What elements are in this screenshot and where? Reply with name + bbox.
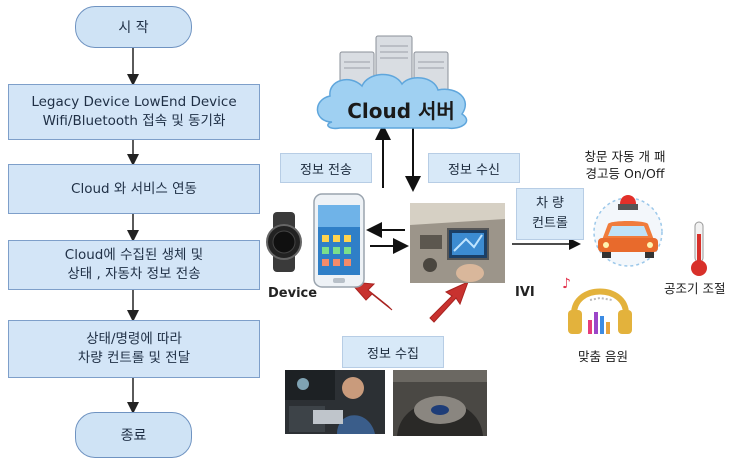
label-collect: 정보 수집 [342, 336, 444, 368]
label-send-text: 정보 전송 [300, 162, 352, 178]
window-warning-text: 창문 자동 개 패 경고등 On/Off [570, 148, 680, 182]
ivi-label: IVI [515, 285, 535, 300]
flow-end: 종료 [75, 412, 192, 458]
car-icon [593, 195, 663, 267]
flow-step-3-line1: Cloud에 수집된 생체 및 [64, 247, 204, 263]
label-collect-text: 정보 수집 [367, 346, 419, 362]
cloud-label: Cloud 서버 [347, 99, 455, 123]
warning-light-icon [618, 195, 638, 210]
smartphone-icon [313, 193, 365, 288]
flow-step-2-label: Cloud 와 서비스 연동 [71, 180, 197, 197]
flow-step-1: Legacy Device LowEnd Device Wifi/Bluetoo… [8, 84, 260, 140]
thermometer-icon [691, 221, 707, 276]
flow-start: 시 작 [75, 6, 192, 48]
label-receive-text: 정보 수신 [448, 162, 500, 178]
window-line1: 창문 자동 개 패 [584, 149, 666, 164]
smartwatch-icon [266, 212, 302, 272]
flow-step-4: 상태/명령에 따라 차량 컨트롤 및 전달 [8, 320, 260, 378]
music-label: 맞춤 음원 [578, 349, 628, 364]
driver-photo [285, 370, 385, 434]
aircon-label: 공조기 조절 [664, 281, 726, 296]
svg-text:♪: ♪ [562, 276, 571, 292]
red-arrow-right [429, 281, 469, 323]
flow-step-3-line2: 상태 , 자동차 정보 전송 [67, 266, 201, 282]
flow-end-label: 종료 [120, 428, 147, 444]
steering-wheel-photo [393, 370, 487, 436]
flow-step-4-line1: 상태/명령에 따라 [86, 331, 182, 347]
flow-step-3: Cloud에 수집된 생체 및 상태 , 자동차 정보 전송 [8, 240, 260, 290]
label-control-line2: 컨트롤 [532, 216, 568, 231]
label-control-line1: 차 량 [535, 196, 565, 211]
headphones-music-icon: ♪ [562, 276, 632, 334]
flow-step-2: Cloud 와 서비스 연동 [8, 164, 260, 214]
label-receive: 정보 수신 [428, 153, 520, 183]
label-send: 정보 전송 [280, 153, 372, 183]
flow-step-4-line2: 차량 컨트롤 및 전달 [77, 350, 191, 366]
ivi-dashboard-image [410, 203, 505, 283]
label-vehicle-control: 차 량 컨트롤 [516, 188, 584, 240]
flow-step-1-line2: Wifi/Bluetooth 접속 및 동기화 [42, 113, 226, 129]
flow-start-label: 시 작 [118, 20, 149, 36]
cloud-server-icon [316, 35, 468, 130]
flow-step-1-line1: Legacy Device LowEnd Device [31, 94, 237, 110]
window-line2: 경고등 On/Off [585, 166, 665, 181]
device-label: Device [268, 286, 318, 301]
